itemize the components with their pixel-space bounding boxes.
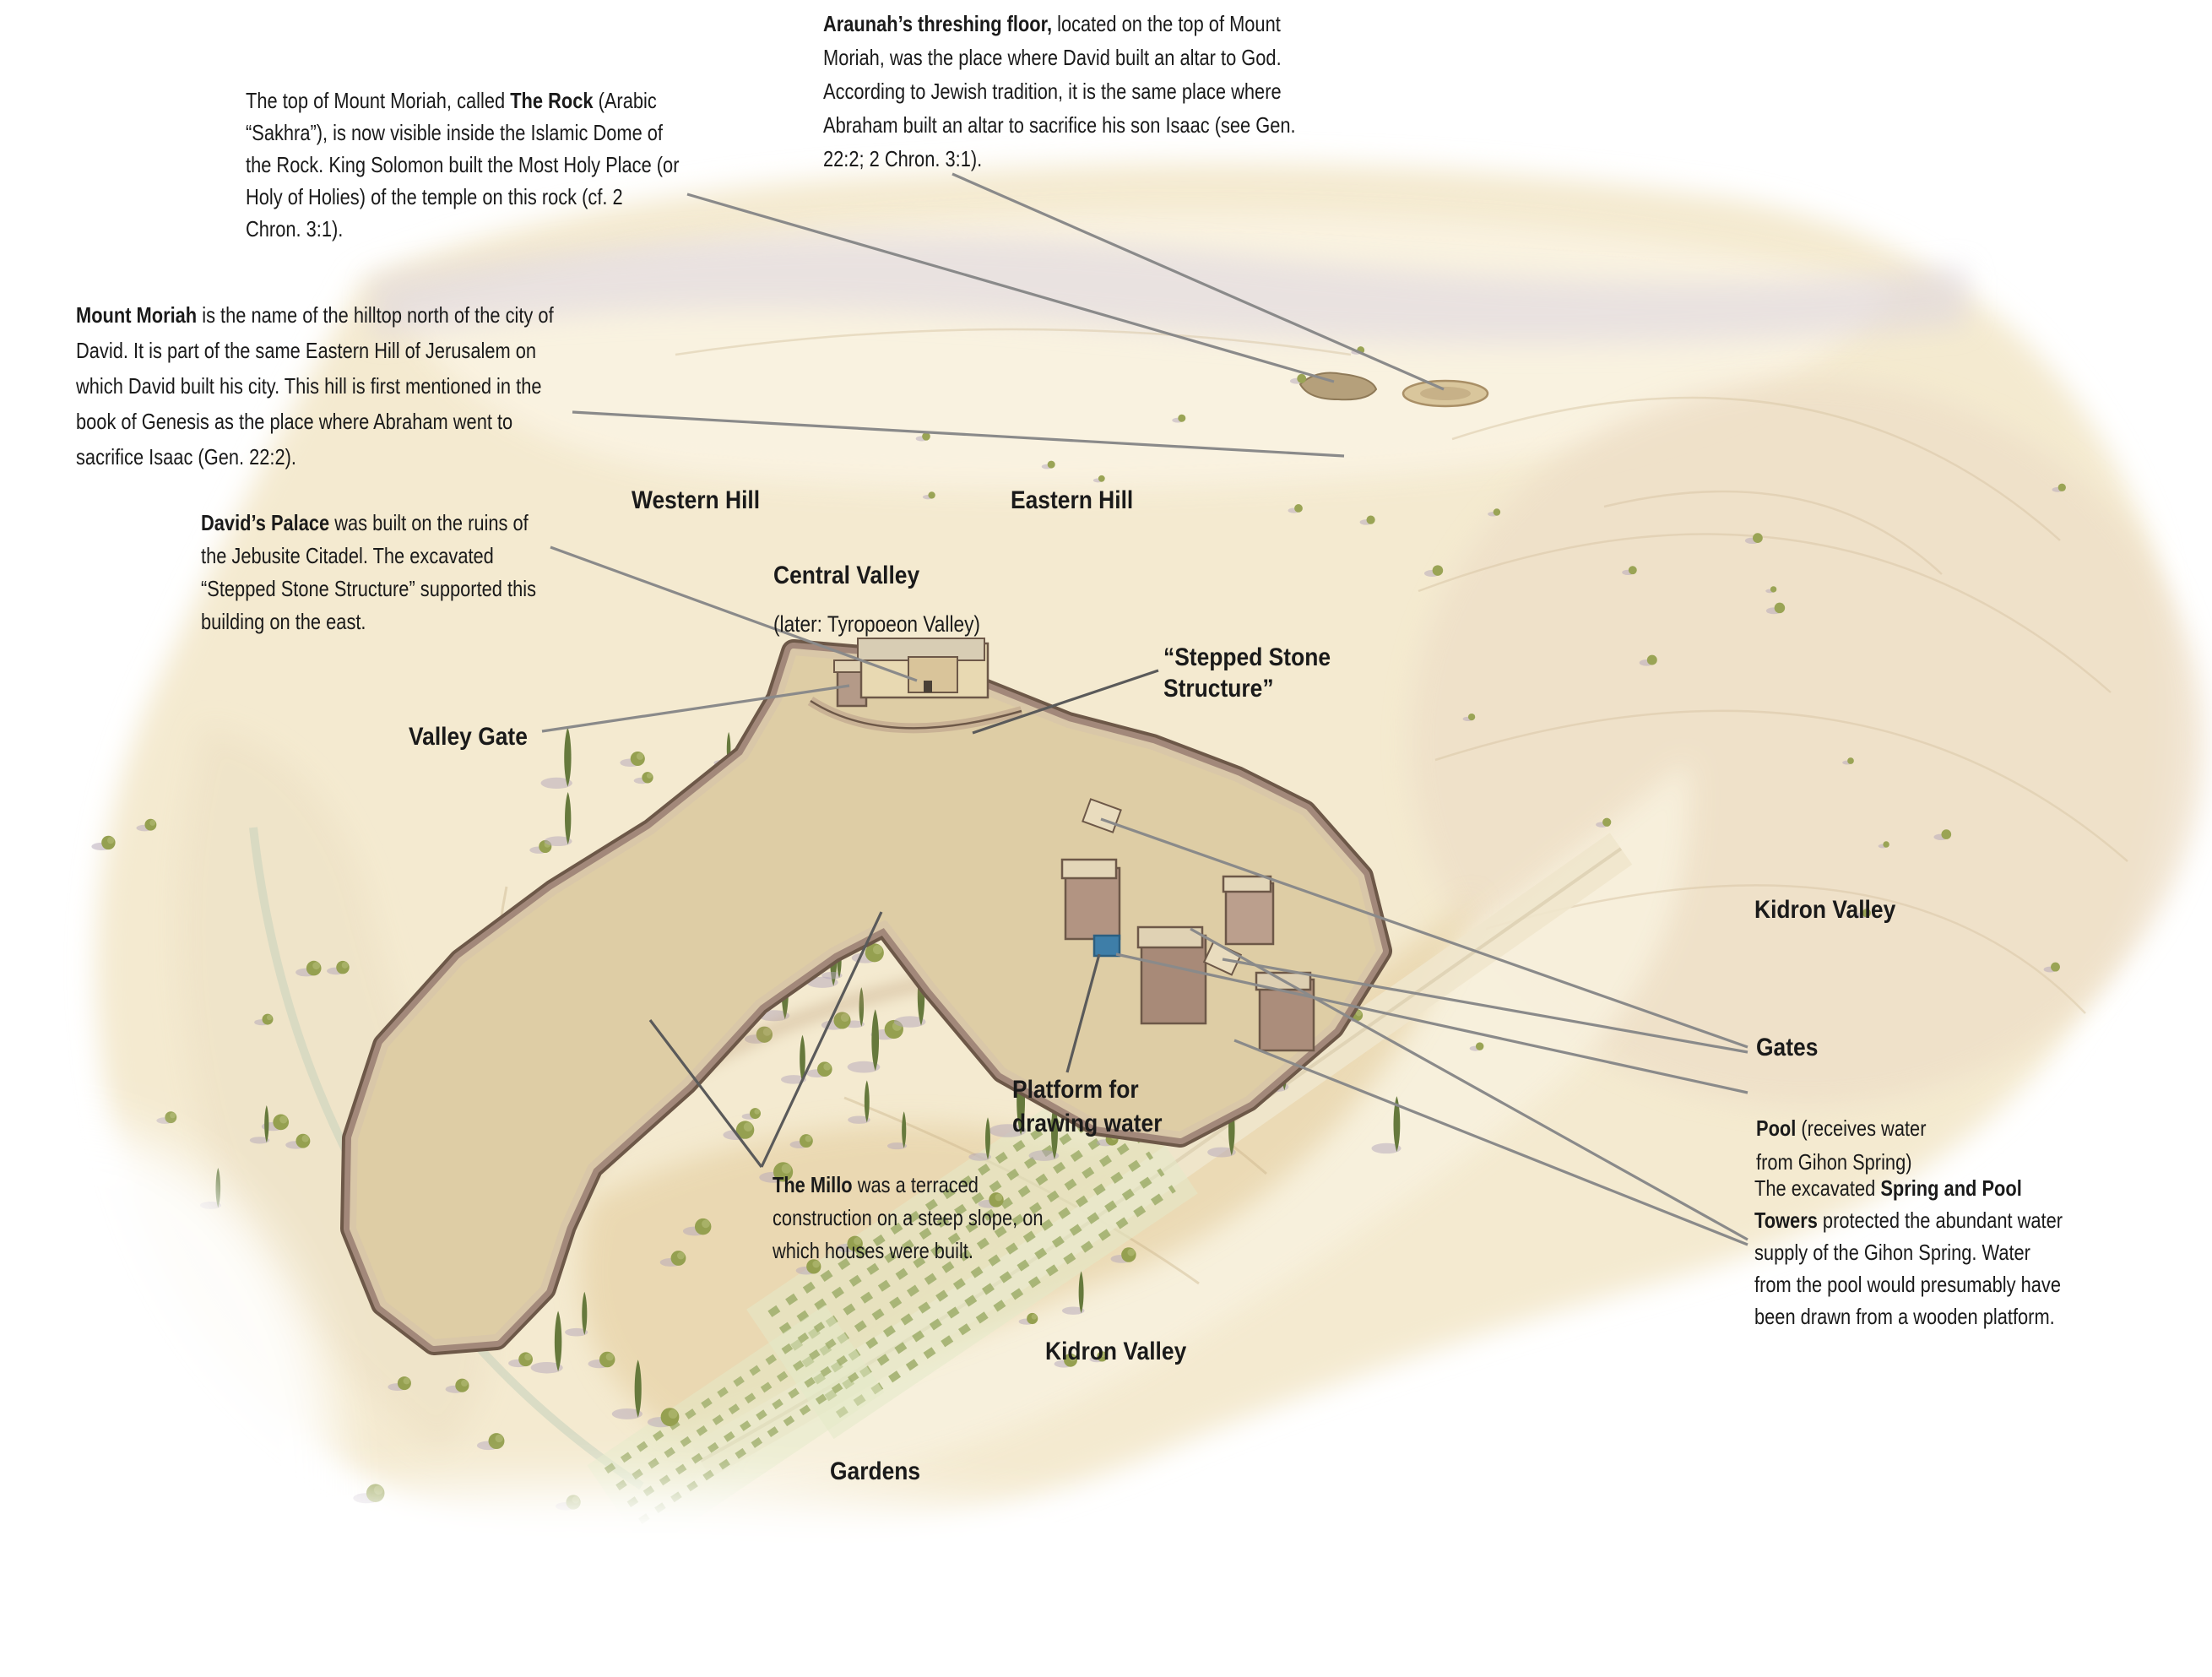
- spring-and-pool-towers: [1060, 858, 1315, 1052]
- leader-towers-line-b: [1233, 1039, 1748, 1246]
- threshing-floor-inner: [1420, 387, 1471, 400]
- leader-stepped-stone-line: [972, 669, 1159, 735]
- davids-palace: [807, 638, 1023, 734]
- leader-valley-gate-line: [541, 684, 850, 733]
- leader-millo-line-b: [760, 911, 883, 1168]
- eastern-hill-contours: [675, 328, 2128, 1014]
- leader-moriah-line: [572, 410, 1345, 458]
- leader-gates-line-south: [1222, 958, 1748, 1054]
- pool-of-water: [1092, 934, 1121, 958]
- leader-gates-line-north: [1100, 817, 1748, 1049]
- leader-araunah-line: [951, 172, 1445, 391]
- edge-fades: [0, 1123, 2212, 1677]
- leader-palace-line: [550, 545, 918, 682]
- leader-lines: [541, 172, 1748, 1246]
- leader-millo-line-a: [648, 1019, 763, 1168]
- far-ridge-shadow: [371, 235, 1967, 345]
- leader-platform-line: [1065, 953, 1101, 1073]
- leader-towers-line-a: [1190, 927, 1748, 1241]
- leader-pool-line: [1115, 952, 1748, 1094]
- city-of-david: [353, 638, 1380, 1343]
- leader-rock-line: [686, 193, 1335, 383]
- olive-tree: [91, 835, 116, 850]
- mount-moriah-top-features: [1298, 372, 1489, 408]
- rock-outcrop: [1298, 372, 1378, 401]
